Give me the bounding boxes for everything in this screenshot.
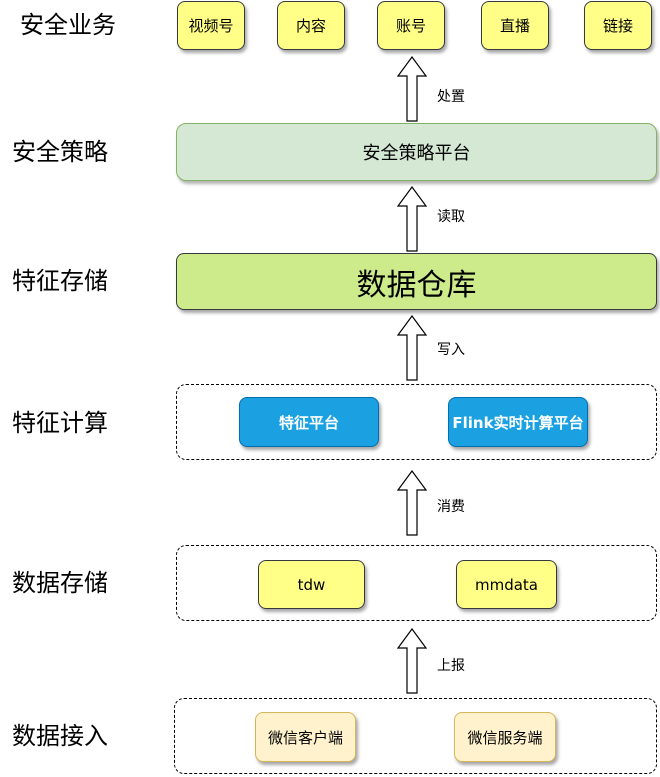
- business-item-link[interactable]: 链接: [584, 1, 652, 50]
- data-ingest-container: [174, 698, 657, 774]
- layer-label-feature-compute: 特征计算: [12, 409, 108, 437]
- data-storage-container: [176, 545, 657, 621]
- layer-label-data-storage: 数据存储: [12, 569, 108, 597]
- business-item-live[interactable]: 直播: [481, 1, 549, 50]
- up-arrow-icon-consume: [397, 470, 427, 536]
- business-item-content[interactable]: 内容: [277, 1, 345, 50]
- data-warehouse[interactable]: 数据仓库: [176, 253, 657, 310]
- feature-compute-container: [176, 384, 657, 460]
- up-arrow-icon-report: [397, 628, 427, 694]
- layer-label-feature-storage: 特征存储: [12, 267, 108, 295]
- arrow-label-handle: 处置: [437, 89, 465, 105]
- layer-label-business: 安全业务: [20, 11, 116, 39]
- wechat-client-box[interactable]: 微信客户端: [255, 712, 356, 762]
- up-arrow-icon-read: [397, 186, 427, 252]
- up-arrow-icon-write: [397, 315, 427, 381]
- arrow-label-consume: 消费: [437, 499, 465, 515]
- layer-label-data-ingest: 数据接入: [12, 722, 108, 750]
- mmdata-box[interactable]: mmdata: [456, 560, 557, 609]
- arrow-label-write: 写入: [437, 342, 465, 358]
- up-arrow-icon-handle: [397, 56, 427, 122]
- arrow-label-read: 读取: [437, 209, 465, 225]
- arrow-label-report: 上报: [437, 658, 465, 674]
- tdw-box[interactable]: tdw: [258, 560, 365, 609]
- business-item-channels[interactable]: 视频号: [177, 1, 245, 50]
- business-item-account[interactable]: 账号: [377, 1, 445, 50]
- strategy-platform[interactable]: 安全策略平台: [176, 123, 657, 181]
- layer-label-strategy: 安全策略: [12, 138, 108, 166]
- wechat-server-box[interactable]: 微信服务端: [454, 712, 556, 762]
- feature-platform-box[interactable]: 特征平台: [239, 397, 379, 447]
- flink-platform-box[interactable]: Flink实时计算平台: [448, 397, 588, 447]
